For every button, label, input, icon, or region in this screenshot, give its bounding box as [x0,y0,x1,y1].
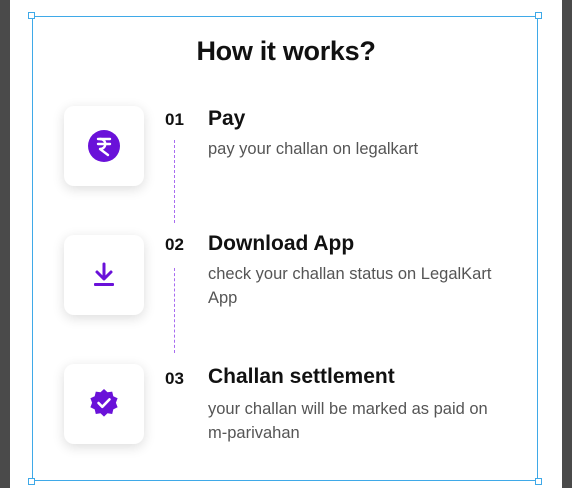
step-title: Challan settlement [208,365,395,388]
step-description: check your challan status on LegalKart A… [208,265,492,307]
resize-handle-bottom-right[interactable] [535,478,542,485]
verified-badge-icon [90,389,118,417]
step-2-icon-card [64,235,144,315]
download-icon [94,262,114,286]
rupee-icon [88,130,120,162]
step-connector [174,140,175,223]
resize-handle-top-left[interactable] [28,12,35,19]
step-1-icon-card [64,106,144,186]
right-edge [562,0,572,488]
resize-handle-top-right[interactable] [535,12,542,19]
step-number: 03 [165,369,184,388]
step-description: pay your challan on legalkart [208,140,419,158]
left-edge [0,0,10,488]
step-3-icon-card [64,364,144,444]
selection-frame[interactable] [32,16,538,481]
step-number: 01 [165,110,184,129]
resize-handle-bottom-left[interactable] [28,478,35,485]
step-title: Download App [208,232,355,255]
step-connector [174,268,175,353]
page-title: How it works? [196,36,376,66]
step-description: your challan will be marked as paid on m… [208,400,488,442]
step-title: Pay [208,107,246,130]
step-number: 02 [165,235,184,254]
